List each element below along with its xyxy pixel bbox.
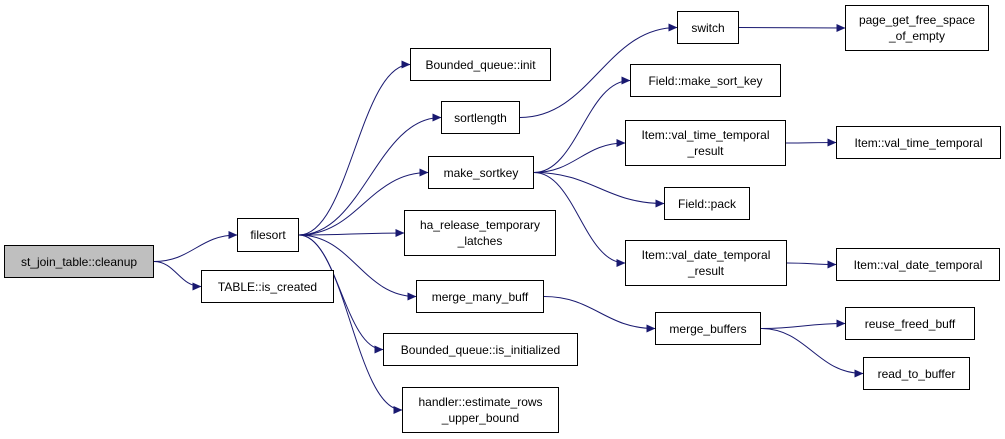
node-label: page_get_free_space [858,13,976,27]
node-label: switch [691,20,725,35]
node-bq-init[interactable]: Bounded_queue::init [410,48,551,81]
node-val-time-temporal[interactable]: Item::val_time_temporal [836,126,1001,159]
edge-val-time-temporal-result-to-val-time-temporal [785,138,837,147]
node-label: st_join_table::cleanup [20,254,138,269]
edge-filesort-to-merge-many-buff [298,234,417,301]
node-label: Field::make_sort_key [648,73,763,88]
node-label: ha_release_temporary [419,218,541,232]
node-label: Field::pack [677,196,737,211]
edge-merge-buffers-to-reuse-freed-buff [760,319,846,329]
node-reuse-freed-buff[interactable]: reuse_freed_buff [845,307,975,340]
node-label: Item::val_time_temporal [641,128,770,142]
node-filesort[interactable]: filesort [237,218,299,252]
edge-cleanup-to-is-created [153,261,202,291]
node-bq-is-initialized[interactable]: Bounded_queue::is_initialized [383,333,578,366]
edge-make-sortkey-to-field-pack [533,172,665,208]
edge-filesort-to-bq-init [298,60,411,236]
node-make-sortkey[interactable]: make_sortkey [428,156,534,189]
edge-switch-to-page-get-free [738,23,846,33]
node-label: TABLE::is_created [217,279,318,294]
edge-make-sortkey-to-make-sort-key [533,76,631,173]
node-label: read_to_buffer [877,366,956,381]
edge-filesort-to-estimate-rows [298,234,403,415]
node-label: make_sortkey [443,165,519,180]
node-label: filesort [250,228,286,242]
node-label: _result [687,264,725,278]
edge-filesort-to-sortlength [298,113,442,236]
node-label: _upper_bound [441,411,520,425]
edge-make-sortkey-to-val-time-temporal-result [533,138,626,173]
node-label: sortlength [454,110,507,125]
edge-make-sortkey-to-val-date-temporal-result [533,172,626,268]
node-make-sort-key[interactable]: Field::make_sort_key [630,64,781,97]
node-label: Bounded_queue::is_initialized [400,342,561,357]
node-label: Item::val_time_temporal [854,135,983,150]
edge-filesort-to-ha-release [298,228,405,238]
node-is-created[interactable]: TABLE::is_created [201,270,334,303]
node-val-date-temporal[interactable]: Item::val_date_temporal [836,248,1000,281]
edge-merge-many-buff-to-merge-buffers [543,296,656,333]
node-label: Item::val_date_temporal [853,257,983,272]
node-label: _result [687,144,724,158]
node-label: merge_many_buff [431,289,529,304]
edge-cleanup-to-filesort [153,230,238,262]
edge-sortlength-to-switch [519,23,678,118]
node-field-pack[interactable]: Field::pack [664,187,750,220]
node-label: Bounded_queue::init [425,57,536,72]
node-val-time-temporal-result[interactable]: Item::val_time_temporal_result [625,120,786,166]
node-label: handler::estimate_rows [418,395,543,409]
node-sortlength[interactable]: sortlength [441,101,520,134]
node-estimate-rows[interactable]: handler::estimate_rows_upper_bound [402,387,559,433]
node-page-get-free[interactable]: page_get_free_space _of_empty [845,5,989,51]
edge-val-date-temporal-result-to-val-date-temporal [786,260,837,269]
node-label: Item::val_date_temporal [641,248,771,262]
node-read-to-buffer[interactable]: read_to_buffer [863,357,970,390]
edge-filesort-to-make-sortkey [298,168,429,236]
node-ha-release[interactable]: ha_release_temporary _latches [404,210,556,256]
node-switch[interactable]: switch [677,11,739,44]
node-label: _latches [457,234,503,248]
node-cleanup: st_join_table::cleanup [4,245,154,278]
node-label: merge_buffers [669,321,747,336]
node-val-date-temporal-result[interactable]: Item::val_date_temporal_result [625,240,787,286]
node-label: _of_empty [888,29,946,43]
node-label: reuse_freed_buff [864,316,956,331]
edge-merge-buffers-to-read-to-buffer [760,328,864,378]
node-merge-buffers[interactable]: merge_buffers [655,312,761,345]
node-merge-many-buff[interactable]: merge_many_buff [416,280,544,313]
